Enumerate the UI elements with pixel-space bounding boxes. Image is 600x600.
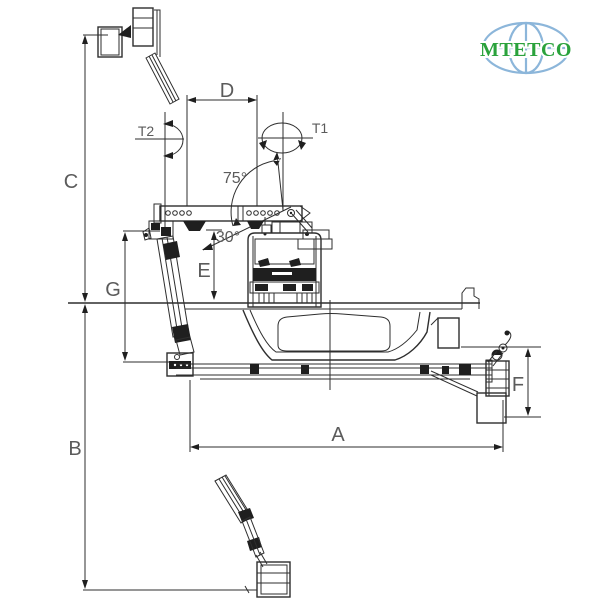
left-arm-joints bbox=[163, 241, 191, 343]
dim-g-line bbox=[123, 230, 178, 363]
left-arm-base-pivot bbox=[174, 354, 180, 360]
rotation-t1-arrows bbox=[259, 140, 306, 150]
dim-g: G bbox=[105, 230, 178, 363]
right-turret-pin bbox=[501, 346, 505, 350]
rotation-t2-label: T2 bbox=[138, 123, 155, 139]
dim-label-f: F bbox=[512, 374, 524, 396]
upper-boom-body bbox=[159, 205, 303, 222]
angle-30-label: 30° bbox=[216, 229, 240, 246]
dim-d-line bbox=[186, 95, 258, 206]
angle-30: 30° bbox=[202, 206, 292, 251]
cab-outline bbox=[247, 232, 322, 308]
angle-75-arc bbox=[230, 160, 274, 227]
cab-windshield bbox=[254, 238, 315, 265]
dim-label-b: B bbox=[68, 438, 81, 460]
lowered-basket bbox=[256, 561, 291, 598]
angle-75-arrows bbox=[233, 152, 281, 226]
truck-cab bbox=[247, 217, 322, 308]
angle-30-line bbox=[202, 206, 292, 251]
cab-grille-slit bbox=[272, 272, 292, 275]
logo: MTETCO bbox=[478, 21, 573, 75]
raised-basket bbox=[97, 26, 123, 58]
dim-f-line bbox=[461, 346, 541, 418]
raised-basket-link bbox=[118, 25, 131, 38]
logo-globe-axes-icon bbox=[483, 23, 569, 73]
dim-label-e: E bbox=[197, 260, 210, 282]
angle-75-label: 75° bbox=[223, 170, 247, 187]
logo-text: MTETCO bbox=[480, 39, 572, 61]
raised-boom-band bbox=[145, 52, 180, 105]
lowered-platform-assembly bbox=[214, 474, 291, 598]
lower-boom-rails bbox=[176, 363, 492, 380]
angle-75: 75° bbox=[223, 152, 284, 227]
dim-c: C bbox=[64, 34, 108, 302]
rotation-t2-axis bbox=[135, 112, 184, 228]
left-arm-head-blocks bbox=[151, 223, 171, 236]
raised-platform-assembly bbox=[97, 7, 180, 105]
upper-boom bbox=[153, 203, 333, 250]
dim-label-c: C bbox=[64, 171, 78, 193]
dim-f: F bbox=[461, 346, 541, 418]
rotation-t2-arrows bbox=[163, 120, 173, 159]
outrigger-box bbox=[437, 317, 460, 349]
right-turret-top-blob bbox=[504, 330, 510, 336]
dim-label-d: D bbox=[220, 80, 234, 102]
right-turret-upper bbox=[498, 343, 508, 353]
raised-basket-inner bbox=[100, 28, 120, 56]
rotation-t1-label: T1 bbox=[312, 120, 329, 136]
cab-roof-details bbox=[261, 217, 301, 234]
lowered-basket-inner bbox=[260, 564, 288, 595]
left-arm bbox=[142, 220, 195, 377]
lower-boom bbox=[176, 359, 493, 397]
lower-boom-brace bbox=[430, 370, 479, 397]
body-outline-inner bbox=[249, 309, 421, 353]
dim-label-a: A bbox=[331, 424, 345, 446]
dim-e-line bbox=[206, 229, 222, 298]
dim-b: B bbox=[68, 304, 257, 591]
left-arm-lower-section bbox=[175, 336, 195, 356]
cab-bumper-blocks bbox=[255, 284, 313, 291]
outrigger-hook bbox=[430, 317, 439, 326]
rotation-t1-ellipse-icon bbox=[261, 122, 303, 154]
body-outline-outer bbox=[242, 309, 431, 361]
dim-a-line bbox=[189, 380, 504, 452]
cab-underframe bbox=[251, 292, 318, 303]
angle-30-arrow bbox=[202, 243, 213, 250]
bridge-deck bbox=[68, 287, 480, 390]
upper-boom-brackets bbox=[183, 221, 264, 231]
cab-wipers bbox=[258, 258, 301, 267]
rotation-t1-axis bbox=[258, 112, 313, 211]
lowered-basket-rails bbox=[244, 572, 290, 594]
raised-mast bbox=[132, 7, 154, 47]
upper-boom-pivot bbox=[287, 209, 295, 217]
right-platform-box bbox=[476, 392, 507, 424]
right-platform-assembly bbox=[476, 330, 512, 424]
upper-boom-bolts bbox=[165, 210, 280, 216]
dim-e: E bbox=[197, 229, 222, 300]
deck-curb bbox=[461, 287, 480, 309]
right-basket-rails bbox=[486, 361, 509, 396]
lower-boom-sliders bbox=[250, 364, 471, 375]
dim-d: D bbox=[186, 80, 258, 206]
lowered-boom-section bbox=[241, 516, 265, 558]
dim-a: A bbox=[189, 380, 504, 452]
dim-label-g: G bbox=[105, 279, 121, 301]
upper-boom-pivot-dot bbox=[289, 211, 293, 215]
dim-b-line bbox=[83, 307, 257, 591]
body-panel bbox=[277, 313, 391, 352]
rotation-t1: T1 bbox=[258, 112, 328, 211]
left-arm-side-pin bbox=[144, 233, 148, 237]
upper-boom-seams bbox=[153, 203, 311, 224]
raised-mast-rails bbox=[133, 9, 161, 57]
rotation-t2: T2 bbox=[135, 112, 184, 228]
left-arm-side-link bbox=[142, 227, 152, 241]
dim-c-line bbox=[83, 34, 108, 299]
lowered-boom-joints bbox=[238, 508, 262, 551]
